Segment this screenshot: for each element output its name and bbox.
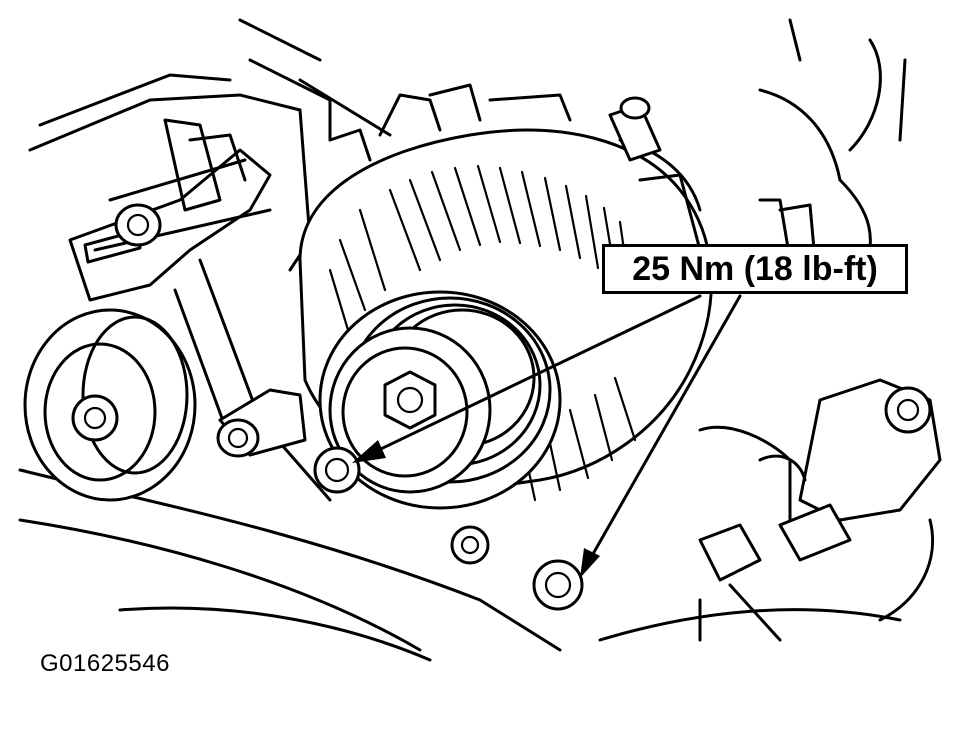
tensioner-bracket — [68, 118, 332, 502]
right-bracket — [698, 198, 942, 522]
electrical-connector — [698, 503, 852, 642]
bracket-bolt — [83, 203, 162, 264]
mounting-bolt-upper — [313, 446, 361, 494]
idler-pulley — [23, 308, 197, 502]
torque-spec-label: 25 Nm (18 lb-ft) — [632, 249, 878, 288]
mounting-sleeve — [216, 388, 307, 458]
figure-code: G01625546 — [40, 650, 170, 677]
cooling-fins — [328, 164, 637, 502]
torque-leader-lines — [352, 294, 742, 578]
mounting-bolt-lower — [532, 559, 584, 611]
mounting-bolt-middle — [450, 525, 490, 565]
torque-spec-callout: 25 Nm (18 lb-ft) — [602, 244, 908, 294]
